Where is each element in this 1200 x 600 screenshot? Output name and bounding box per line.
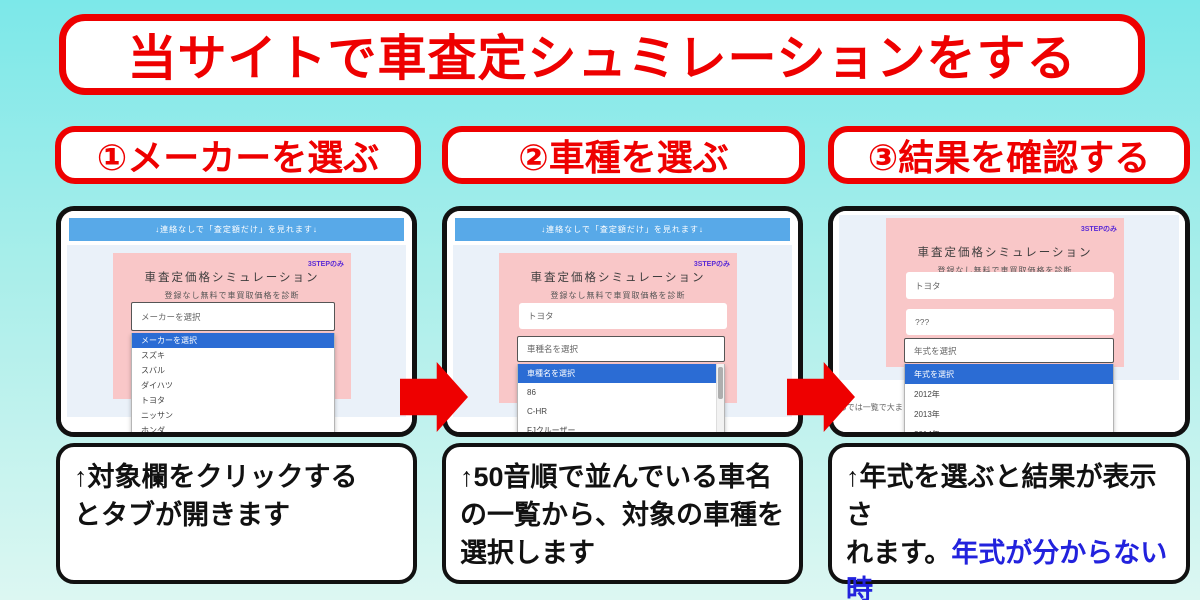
dropdown-option[interactable]: 車種名を選択: [518, 364, 724, 383]
page-title: 当サイトで車査定シュミレーションをする: [59, 14, 1145, 95]
dropdown-option[interactable]: スバル: [141, 366, 165, 375]
step1-screenshot: ↓連絡なしで「査定額だけ」を見れます↓ 3STEPのみ 車査定価格シミュレーショ…: [56, 206, 417, 437]
steps-badge: 3STEPのみ: [1080, 226, 1117, 233]
dropdown-option[interactable]: FJクルーザー: [527, 426, 576, 435]
simulator-title: 車査定価格シミュレーション: [144, 272, 320, 284]
simulator-subtitle: 登録なし無料で車買取価格を診断: [937, 266, 1073, 275]
dropdown-option[interactable]: 年式を選択: [905, 364, 1113, 384]
maker-field[interactable]: トヨタ: [519, 303, 727, 329]
year-dropdown: 年式を選択 2012年 2013年 2014年: [904, 364, 1114, 437]
step3-header: ③結果を確認する: [828, 126, 1190, 184]
step2-screenshot-page: ↓連絡なしで「査定額だけ」を見れます↓ 3STEPのみ 車査定価格シミュレーショ…: [447, 211, 798, 432]
dropdown-option[interactable]: トヨタ: [141, 396, 165, 405]
dropdown-option[interactable]: 86: [527, 388, 536, 397]
dropdown-option[interactable]: ニッサン: [141, 411, 173, 420]
dropdown-option[interactable]: メーカーを選択: [132, 333, 334, 348]
step3-screenshot-page: 3STEPのみ 車査定価格シミュレーション 登録なし無料で車買取価格を診断 トヨ…: [833, 211, 1185, 432]
dropdown-option[interactable]: 2014年: [914, 429, 940, 437]
step1-screenshot-page: ↓連絡なしで「査定額だけ」を見れます↓ 3STEPのみ 車査定価格シミュレーショ…: [61, 211, 412, 432]
step1-header: ①メーカーを選ぶ: [55, 126, 421, 184]
step1-caption: ↑対象欄をクリックする とタブが開きます: [56, 443, 417, 584]
dropdown-option[interactable]: 2013年: [914, 409, 940, 419]
model-select[interactable]: 車種名を選択: [517, 336, 725, 362]
step3-screenshot: 3STEPのみ 車査定価格シミュレーション 登録なし無料で車買取価格を診断 トヨ…: [828, 206, 1190, 437]
simulator-subtitle: 登録なし無料で車買取価格を診断: [550, 291, 686, 300]
notice-banner: ↓連絡なしで「査定額だけ」を見れます↓: [69, 218, 404, 241]
steps-badge: 3STEPのみ: [307, 261, 344, 268]
simulator-title: 車査定価格シミュレーション: [530, 272, 706, 284]
maker-dropdown: メーカーを選択 スズキ スバル ダイハツ トヨタ ニッサン ホンダ: [131, 333, 335, 435]
page-background-text: らでは一覧で大ま: [839, 403, 903, 412]
step2-header: ②車種を選ぶ: [442, 126, 805, 184]
year-select[interactable]: 年式を選択: [904, 338, 1114, 363]
scrollbar-thumb[interactable]: [718, 367, 723, 399]
simulator-title: 車査定価格シミュレーション: [917, 247, 1093, 259]
simulator-subtitle: 登録なし無料で車買取価格を診断: [164, 291, 300, 300]
steps-badge: 3STEPのみ: [693, 261, 730, 268]
step2-caption: ↑50音順で並んでいる車名 の一覧から、対象の車種を 選択します: [442, 443, 803, 584]
model-dropdown: 車種名を選択 86 C-HR FJクルーザー: [517, 364, 725, 435]
step2-screenshot: ↓連絡なしで「査定額だけ」を見れます↓ 3STEPのみ 車査定価格シミュレーショ…: [442, 206, 803, 437]
model-field[interactable]: ???: [906, 309, 1114, 335]
step3-caption-black: ↑年式を選ぶと結果が表示さ れます。: [846, 462, 1157, 568]
maker-select[interactable]: メーカーを選択: [131, 302, 335, 331]
maker-field[interactable]: トヨタ: [906, 272, 1114, 299]
dropdown-option[interactable]: ダイハツ: [141, 381, 173, 390]
dropdown-option[interactable]: C-HR: [527, 407, 547, 416]
dropdown-scrollbar[interactable]: [716, 364, 724, 432]
dropdown-option[interactable]: スズキ: [141, 351, 165, 360]
dropdown-option[interactable]: 2012年: [914, 389, 940, 399]
dropdown-option[interactable]: ホンダ: [141, 426, 165, 435]
step3-caption-blue: 年式が分からない時 は車検証をご確認ください。: [846, 537, 1168, 600]
step3-caption: ↑年式を選ぶと結果が表示さ れます。年式が分からない時 は車検証をご確認ください…: [828, 443, 1190, 600]
notice-banner: ↓連絡なしで「査定額だけ」を見れます↓: [455, 218, 790, 241]
